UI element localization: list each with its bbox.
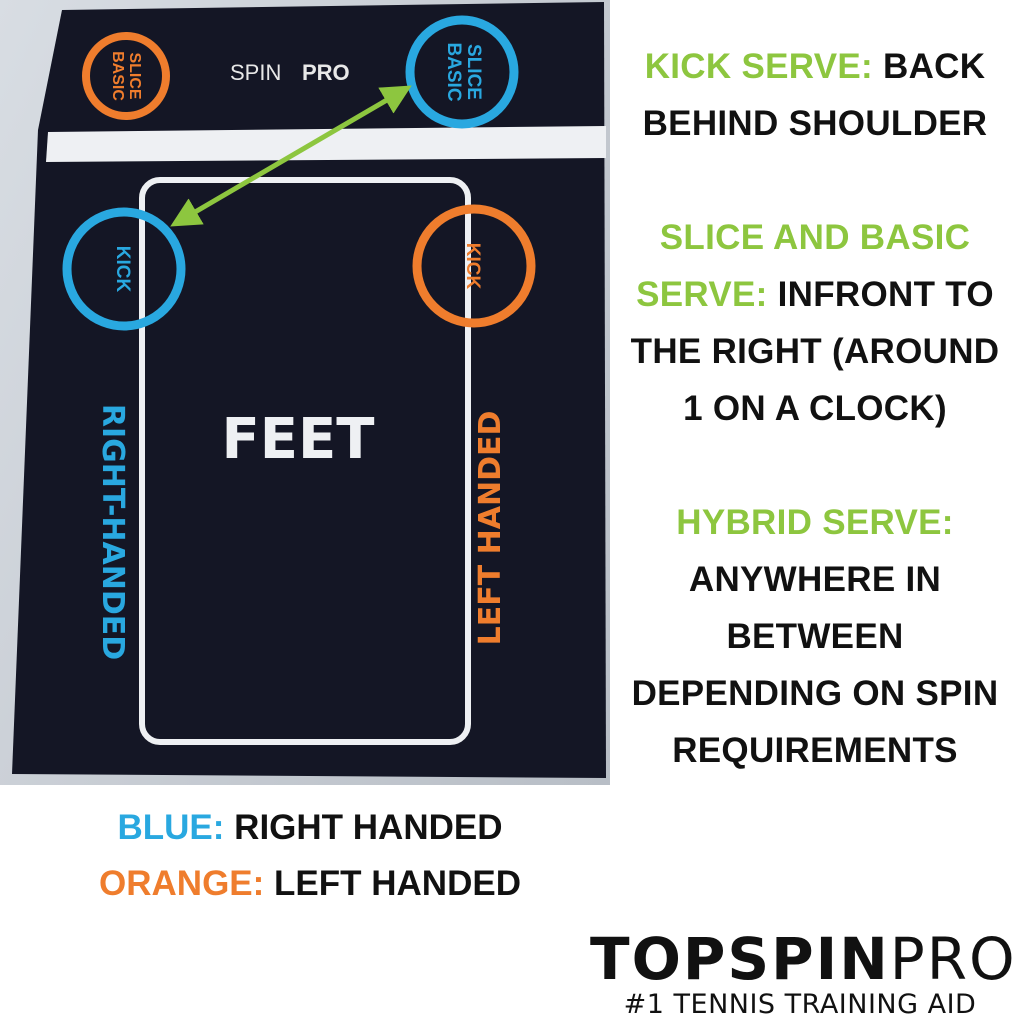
slice-serve-text-2: THE RIGHT (AROUND	[630, 332, 1000, 371]
feet-label: FEET	[222, 407, 375, 472]
kick-blue-circle	[62, 207, 186, 331]
right-handed-label: RIGHT-HANDED	[95, 404, 130, 660]
slice-label-blue: SLICE	[463, 44, 484, 100]
kick-orange-circle	[412, 204, 536, 328]
slice-serve-text-1: INFRONT TO	[767, 275, 994, 314]
hybrid-serve-heading: HYBRID SERVE:	[676, 503, 954, 542]
slice-basic-blue-circle	[405, 15, 519, 129]
brand-logo: TOPSPINPRO #1 TENNIS TRAINING AID	[590, 925, 1015, 1020]
brand-top: TOPSPIN	[590, 925, 890, 993]
mat-photo: SLICE BASIC SPIN PRO SLICE BASIC KICK KI…	[0, 0, 610, 785]
mat-brand-pro: PRO	[302, 60, 350, 85]
slice-serve-heading-1: SLICE AND BASIC	[659, 218, 971, 257]
legend-orange-text: LEFT HANDED	[264, 864, 521, 903]
hybrid-serve-text-2: BETWEEN	[726, 617, 904, 656]
slice-label-orange: SLICE	[126, 52, 143, 99]
legend-orange-label: ORANGE:	[99, 864, 265, 903]
slice-serve-heading-2: SERVE:	[636, 275, 768, 314]
mat-illustration: SLICE BASIC SPIN PRO SLICE BASIC KICK KI…	[12, 2, 606, 778]
mat-brand-spin: SPIN	[230, 60, 281, 85]
left-handed-label: LEFT HANDED	[473, 411, 508, 646]
hybrid-serve-text-4: REQUIREMENTS	[672, 731, 958, 770]
color-legend: BLUE: RIGHT HANDED ORANGE: LEFT HANDED	[40, 800, 580, 912]
hybrid-serve-instruction: HYBRID SERVE: ANYWHERE IN BETWEEN DEPEND…	[615, 494, 1015, 779]
kick-serve-text-1: BACK	[872, 47, 986, 86]
hybrid-serve-text-3: DEPENDING ON SPIN	[631, 674, 999, 713]
kick-serve-text-2: BEHIND SHOULDER	[642, 104, 988, 143]
basic-label-blue: BASIC	[443, 42, 464, 101]
double-arrow	[170, 85, 412, 227]
kick-label-blue: KICK	[112, 246, 133, 293]
legend-blue-text: RIGHT HANDED	[224, 808, 503, 847]
kick-label-orange: KICK	[462, 243, 483, 290]
legend-blue: BLUE: RIGHT HANDED	[40, 800, 580, 856]
brand-pro: PRO	[889, 925, 1017, 993]
brand-name: TOPSPINPRO	[590, 925, 1015, 993]
slice-serve-instruction: SLICE AND BASIC SERVE: INFRONT TO THE RI…	[615, 209, 1015, 437]
legend-orange: ORANGE: LEFT HANDED	[40, 856, 580, 912]
slice-basic-orange-circle	[82, 32, 170, 120]
mat-stripe	[46, 126, 606, 162]
mat-surface	[12, 2, 606, 778]
hybrid-serve-text-1: ANYWHERE IN	[688, 560, 942, 599]
kick-serve-instruction: KICK SERVE: BACK BEHIND SHOULDER	[615, 38, 1015, 152]
brand-tagline: #1 TENNIS TRAINING AID	[623, 989, 977, 1020]
instructions: KICK SERVE: BACK BEHIND SHOULDER SLICE A…	[615, 38, 1015, 779]
slice-serve-text-3: 1 ON A CLOCK)	[683, 389, 947, 428]
legend-blue-label: BLUE:	[117, 808, 225, 847]
kick-serve-heading: KICK SERVE:	[644, 47, 873, 86]
basic-label-orange: BASIC	[109, 51, 126, 101]
